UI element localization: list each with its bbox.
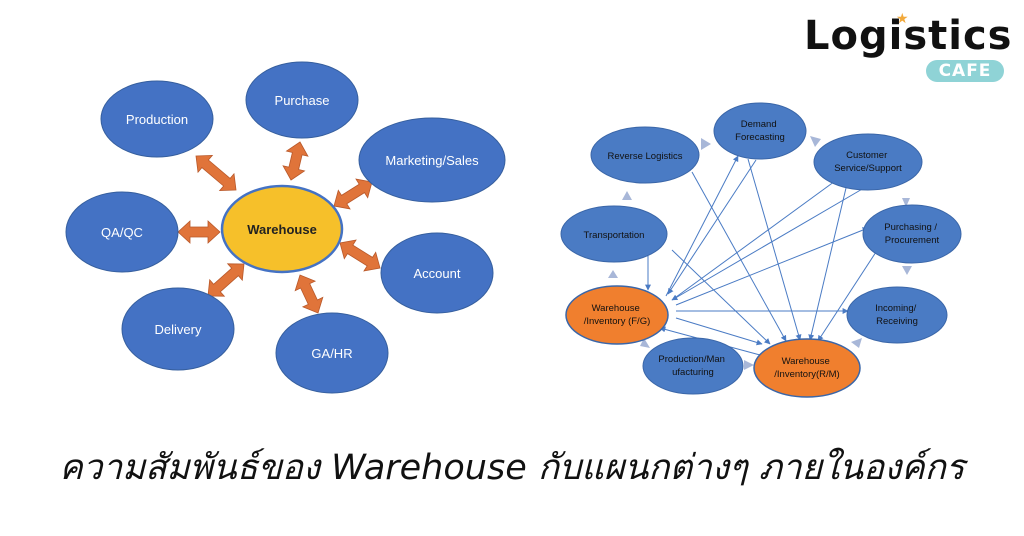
cycle-chevrons	[608, 136, 912, 370]
link	[817, 251, 877, 342]
chevron-icon	[744, 360, 754, 370]
double-arrow	[177, 220, 221, 244]
chevron-icon	[608, 270, 618, 278]
node-purchasing-procurement-label: Purchasing / Procurement	[884, 222, 939, 246]
label-line: Incoming/	[875, 303, 917, 314]
label-line: Procurement	[885, 235, 940, 246]
double-arrow	[282, 141, 309, 181]
label-line: Receiving	[876, 316, 918, 327]
node-purchase-label: Purchase	[275, 93, 330, 108]
double-arrow	[207, 263, 245, 297]
chevron-icon	[701, 138, 711, 150]
link	[671, 249, 771, 345]
label-line: Transportation	[584, 230, 645, 241]
node-purchase	[245, 61, 359, 139]
node-warehouse-center	[220, 184, 344, 274]
link	[667, 159, 757, 295]
label-line: Forecasting	[735, 132, 785, 143]
chevron-icon	[851, 338, 862, 348]
label-line: Customer	[846, 150, 887, 161]
chevron-icon	[810, 136, 821, 147]
node-warehouse-fg	[565, 285, 669, 345]
link	[675, 227, 869, 306]
label-line: ufacturing	[672, 367, 714, 378]
chevron-icon	[640, 338, 650, 348]
label-line: Purchasing /	[884, 222, 937, 233]
node-warehouse-center-label: Warehouse	[247, 222, 317, 237]
node-reverse-logistics	[590, 126, 700, 184]
link	[691, 171, 787, 342]
node-delivery	[121, 287, 235, 371]
link	[671, 175, 843, 301]
label-line: Warehouse	[782, 356, 830, 367]
label-line: Service/Support	[834, 163, 902, 174]
node-marketing-sales-label: Marketing/Sales	[385, 153, 479, 168]
page-caption: ความสัมพันธ์ของ Warehouse กับแผนกต่างๆ ภ…	[59, 448, 965, 488]
node-demand-forecasting	[713, 102, 807, 160]
label-line: /Inventory(R/M)	[774, 369, 839, 380]
label-line: Reverse Logistics	[608, 151, 683, 162]
node-production-manufacturing-label: Production/Man ufacturing	[658, 354, 727, 378]
node-warehouse-fg-label: Warehouse /Inventory (F/G)	[584, 303, 651, 327]
node-warehouse-rm	[753, 338, 861, 398]
link	[665, 155, 739, 297]
star-icon: ★	[896, 10, 909, 26]
node-delivery-label: Delivery	[155, 322, 202, 337]
node-account	[380, 232, 494, 314]
node-customer-service-label: Customer Service/Support	[834, 150, 902, 174]
node-qa-qc	[65, 191, 179, 273]
link	[808, 187, 847, 341]
node-production-label: Production	[126, 112, 188, 127]
double-arrow	[294, 274, 324, 314]
logistics-cafe-logo: Logistics ★ CAFE	[804, 10, 1013, 86]
chevron-icon	[902, 198, 910, 207]
right-links	[645, 155, 877, 356]
node-warehouse-rm-label: Warehouse /Inventory(R/M)	[774, 356, 839, 380]
label-line: Warehouse	[592, 303, 640, 314]
node-incoming-receiving	[846, 286, 948, 344]
node-ga-hr-label: GA/HR	[311, 346, 352, 361]
left-diagram: Production Purchase Marketing/Sales QA/Q…	[65, 61, 506, 394]
left-arrows	[177, 141, 381, 314]
node-production	[100, 80, 214, 158]
node-transportation-label: Transportation	[584, 230, 645, 241]
right-diagram: Demand Forecasting Reverse Logistics Cus…	[560, 102, 962, 398]
double-arrow	[195, 154, 237, 192]
label-line: Production/Man	[658, 354, 725, 365]
chevron-icon	[622, 191, 632, 200]
link	[671, 187, 865, 301]
node-production-manufacturing	[642, 337, 744, 395]
node-customer-service	[813, 133, 923, 191]
node-incoming-receiving-label: Incoming/ Receiving	[875, 303, 919, 327]
double-arrow	[333, 178, 373, 210]
label-line: Demand	[741, 119, 777, 130]
logo-badge: CAFE	[926, 60, 1004, 82]
node-transportation	[560, 205, 668, 263]
node-qa-qc-label: QA/QC	[101, 225, 143, 240]
link	[675, 317, 763, 346]
node-reverse-logistics-label: Reverse Logistics	[608, 151, 683, 162]
link	[747, 158, 802, 341]
label-line: /Inventory (F/G)	[584, 316, 651, 327]
node-demand-forecasting-label: Demand Forecasting	[735, 119, 785, 143]
node-account-label: Account	[414, 266, 461, 281]
logo-word: Logistics	[804, 13, 1013, 59]
node-purchasing-procurement	[862, 204, 962, 264]
node-marketing-sales	[358, 117, 506, 203]
double-arrow	[339, 239, 381, 272]
node-ga-hr	[275, 312, 389, 394]
chevron-icon	[902, 266, 912, 275]
